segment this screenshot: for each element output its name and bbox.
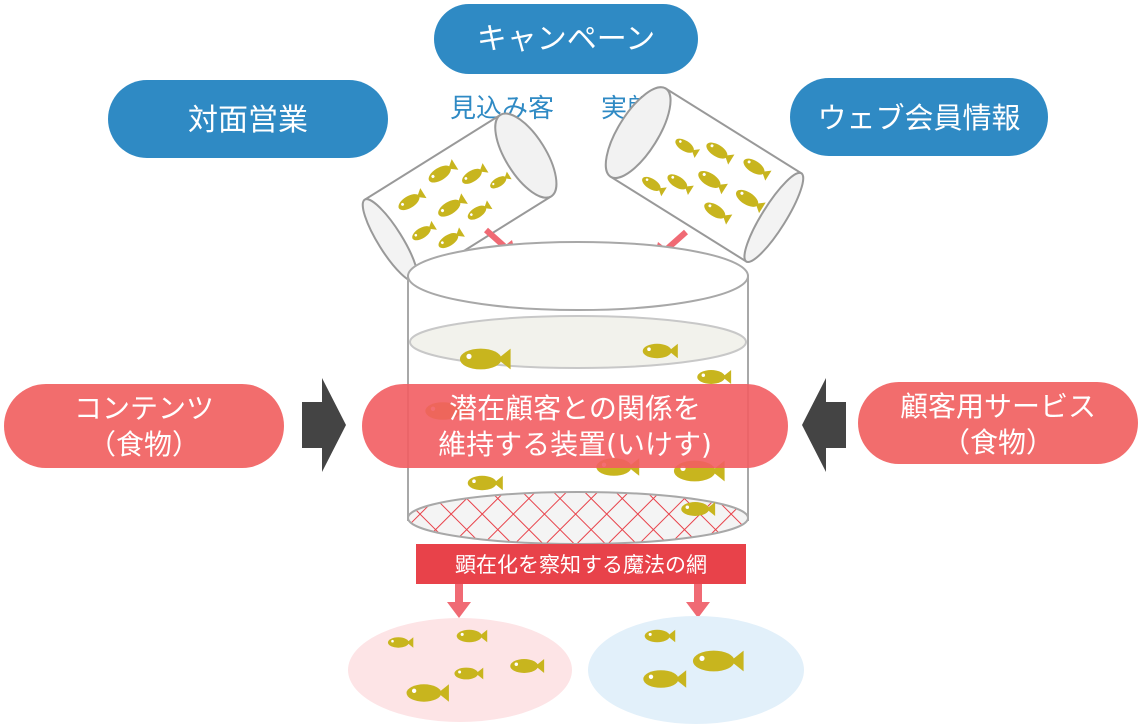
service-text-line1: 顧客用サービス [900, 390, 1096, 423]
prospects-pool [348, 618, 572, 722]
left-feed-arrow [302, 378, 346, 472]
web-member-label: ウェブ会員情報 [790, 78, 1048, 156]
center-text-line1: 潜在顧客との関係を [449, 392, 701, 425]
magic-net-label: 顕在化を察知する魔法の網 [416, 544, 746, 584]
service-text-line2: （食物） [942, 426, 1054, 459]
face-to-face-label: 対面営業 [108, 80, 388, 158]
web-member-text: ウェブ会員情報 [817, 101, 1020, 135]
retention-device-label: 潜在顧客との関係を 維持する装置(いけす) [362, 384, 788, 468]
down-arrow-right [686, 584, 710, 618]
net-text: 顕在化を察知する魔法の網 [455, 553, 707, 577]
face-to-face-text: 対面営業 [188, 103, 308, 138]
contents-text-line2: （食物） [88, 428, 200, 461]
magic-net [407, 491, 749, 545]
right-feed-arrow [802, 378, 846, 472]
customer-service-label: 顧客用サービス （食物） [858, 382, 1138, 464]
customers-jar [604, 86, 805, 263]
contents-text-line1: コンテンツ [74, 392, 214, 425]
customers-pool [588, 616, 804, 724]
center-text-line2: 維持する装置(いけす) [438, 428, 712, 461]
contents-label: コンテンツ （食物） [4, 384, 284, 468]
down-arrow-left [447, 584, 471, 618]
campaign-text: キャンペーン [477, 22, 656, 57]
prospects-jar [361, 112, 558, 283]
campaign-label: キャンペーン [434, 4, 698, 74]
